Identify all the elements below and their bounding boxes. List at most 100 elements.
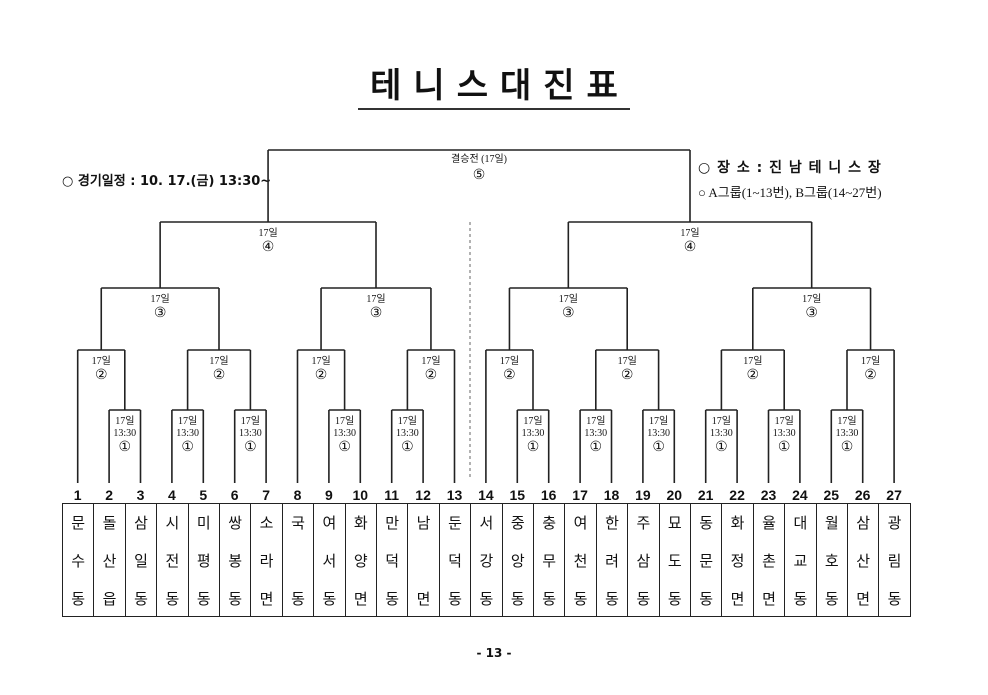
match-date: 17일 <box>91 356 111 367</box>
match-date: 17일 <box>177 416 198 427</box>
player-name-char: 무 <box>542 552 557 570</box>
player-number: 26 <box>854 487 871 503</box>
player-name-char: 중 <box>510 514 525 532</box>
player-name-char: 교 <box>793 552 808 570</box>
match-date: 17일 <box>311 356 331 367</box>
player-name-char: 동 <box>636 590 651 608</box>
player-name-char: 동 <box>887 590 902 608</box>
player-name-char: 소 <box>259 514 274 532</box>
player-number: 23 <box>760 487 777 503</box>
player-name-char: 천 <box>573 552 588 570</box>
match-date: 17일 <box>648 416 669 427</box>
round-number: ② <box>314 368 328 383</box>
match-time: 13:30 <box>521 428 545 439</box>
round-number: ② <box>620 368 634 383</box>
player-name-char: 동 <box>448 590 462 608</box>
player-name-char: 면 <box>762 590 776 608</box>
match-date: 17일 <box>209 356 229 367</box>
player-number: 18 <box>603 487 620 503</box>
final-round-number: ⑤ <box>472 168 486 183</box>
round-number: ① <box>118 440 132 455</box>
player-name-char: 대 <box>793 514 808 532</box>
player-name-char: 만 <box>385 514 400 532</box>
player-name-char: 동 <box>573 590 588 608</box>
player-name-char: 화 <box>730 514 745 532</box>
venue-text: ○ 장 소 : 진 남 테 니 스 장 <box>698 160 882 176</box>
player-name-char: 월 <box>824 514 839 532</box>
round-number: ① <box>652 440 665 455</box>
round-number: ② <box>864 368 877 383</box>
player-name-char: 쌍 <box>228 514 243 532</box>
player-number: 10 <box>352 487 369 503</box>
player-name-char: 삼 <box>856 514 871 532</box>
player-number: 20 <box>666 487 683 503</box>
player-number: 2 <box>105 487 113 503</box>
player-number: 13 <box>446 487 463 503</box>
player-number: 4 <box>167 487 176 503</box>
player-number: 15 <box>509 487 526 503</box>
player-name-char: 화 <box>353 514 368 532</box>
player-name-char: 주 <box>636 514 651 532</box>
player-name-char: 봉 <box>228 552 243 570</box>
match-time: 13:30 <box>176 428 199 439</box>
player-name-char: 여 <box>573 514 588 532</box>
player-number: 25 <box>823 487 840 503</box>
round-number: ② <box>212 368 226 383</box>
round-number: ② <box>503 368 516 383</box>
player-name-char: 동 <box>699 514 714 532</box>
player-name-char: 여 <box>322 514 337 532</box>
player-name-char: 동 <box>196 590 211 608</box>
match-time: 13:30 <box>239 428 262 439</box>
player-name-char: 촌 <box>762 552 776 570</box>
player-number: 24 <box>792 487 808 503</box>
round-number: ③ <box>153 306 167 321</box>
match-date: 17일 <box>860 356 881 367</box>
match-date: 17일 <box>680 228 700 239</box>
round-number: ③ <box>562 306 575 321</box>
player-number: 27 <box>886 487 902 503</box>
match-time: 13:30 <box>772 428 796 439</box>
match-date: 17일 <box>802 294 822 305</box>
match-date: 17일 <box>334 416 355 427</box>
round-number: ④ <box>261 240 275 255</box>
player-name-char: 시 <box>165 514 180 532</box>
match-date: 17일 <box>586 416 606 427</box>
player-number: 3 <box>136 487 145 503</box>
match-date: 17일 <box>115 416 135 427</box>
player-name-char: 평 <box>196 552 211 570</box>
player-name-char: 동 <box>824 590 839 608</box>
round-number: ① <box>244 440 257 455</box>
player-name-char: 면 <box>730 590 745 608</box>
match-date: 17일 <box>397 416 417 427</box>
player-name-char: 삼 <box>636 552 651 570</box>
player-name-char: 면 <box>353 590 368 608</box>
player-name-char: 수 <box>71 552 86 570</box>
match-date: 17일 <box>743 356 763 367</box>
player-number: 16 <box>540 487 557 503</box>
match-date: 17일 <box>617 356 637 367</box>
match-date: 17일 <box>258 228 278 239</box>
player-name-char: 동 <box>134 590 148 608</box>
player-name-char: 면 <box>856 590 871 608</box>
player-name-char: 도 <box>667 552 682 570</box>
match-time: 13:30 <box>333 428 356 439</box>
player-name-char: 미 <box>196 514 211 532</box>
player-name-char: 앙 <box>510 552 525 570</box>
final-label: 결승전 (17일) <box>451 154 508 165</box>
